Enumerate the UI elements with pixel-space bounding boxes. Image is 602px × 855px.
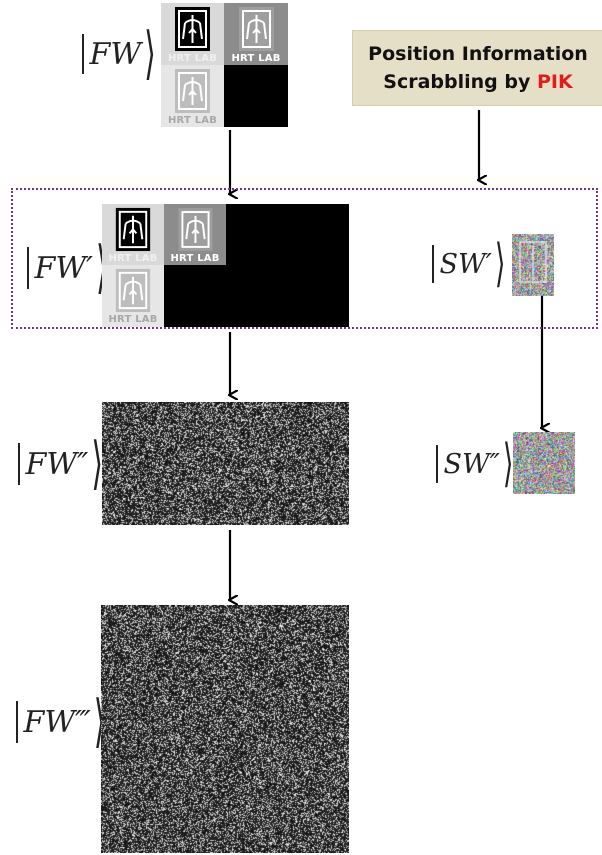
fw-prime-ket-label: FW′⟩ — [27, 235, 108, 301]
fw-dprime-label-text: FW″ — [25, 446, 89, 482]
fw-prime-tile-3-caption: HRT LAB — [108, 314, 158, 325]
sw-prime-ket-label: SW′⟩ — [432, 235, 505, 293]
note-pik-highlight: PIK — [537, 71, 573, 93]
fw-prime-tile-2-caption: HRT LAB — [170, 253, 220, 264]
fw-tile-1-caption: HRT LAB — [167, 53, 218, 64]
hrt-logo-icon — [175, 7, 210, 51]
fw-prime-tile-1: HRT LAB — [102, 204, 164, 265]
fw-ket-label: FW⟩ — [82, 21, 156, 87]
sw-dprime-image — [513, 432, 575, 494]
fw-tprime-image — [101, 605, 349, 853]
sw-prime-image — [512, 234, 554, 296]
fw-prime-tile-1-caption: HRT LAB — [108, 253, 158, 264]
fw-prime-tile-2: HRT LAB — [164, 204, 226, 265]
fw-tile-1: HRT LAB — [161, 3, 224, 65]
hrt-logo-icon — [178, 208, 213, 251]
fw-label-text: FW — [89, 36, 142, 72]
fw-prime-tile-3: HRT LAB — [102, 265, 164, 327]
fw-tile-2: HRT LAB — [224, 3, 288, 65]
sw-dprime-ket-label: SW″⟩ — [436, 435, 513, 493]
hrt-logo-icon — [239, 7, 274, 51]
sw-prime-label-text: SW′ — [439, 248, 492, 280]
fw-image: HRT LAB HRT LAB HRT LAB — [161, 3, 288, 127]
fw-tile-3-caption: HRT LAB — [167, 115, 218, 126]
hrt-logo-icon — [175, 69, 210, 113]
note-line-1: Position Information — [368, 43, 588, 65]
note-line-2: Scrabbling by PIK — [383, 68, 572, 96]
fw-tile-2-caption: HRT LAB — [231, 53, 281, 64]
hrt-logo-icon — [115, 207, 151, 252]
fw-tprime-label-text: FW‴ — [23, 704, 91, 740]
hrt-logo-icon — [115, 268, 151, 313]
fw-tile-3: HRT LAB — [161, 65, 224, 127]
fw-prime-label-text: FW′ — [34, 250, 93, 286]
position-scrambling-note: Position Information Scrabbling by PIK — [352, 30, 602, 106]
note-line-2-prefix: Scrabbling by — [383, 71, 537, 93]
sw-dprime-label-text: SW″ — [443, 448, 500, 480]
fw-dprime-image — [102, 402, 349, 525]
scrambling-stage-frame — [11, 188, 598, 329]
fw-prime-image: HRT LAB HRT LAB HRT LAB — [102, 204, 349, 327]
fw-dprime-ket-label: FW″⟩ — [18, 431, 103, 497]
fw-tprime-ket-label: FW‴⟩ — [16, 689, 105, 755]
